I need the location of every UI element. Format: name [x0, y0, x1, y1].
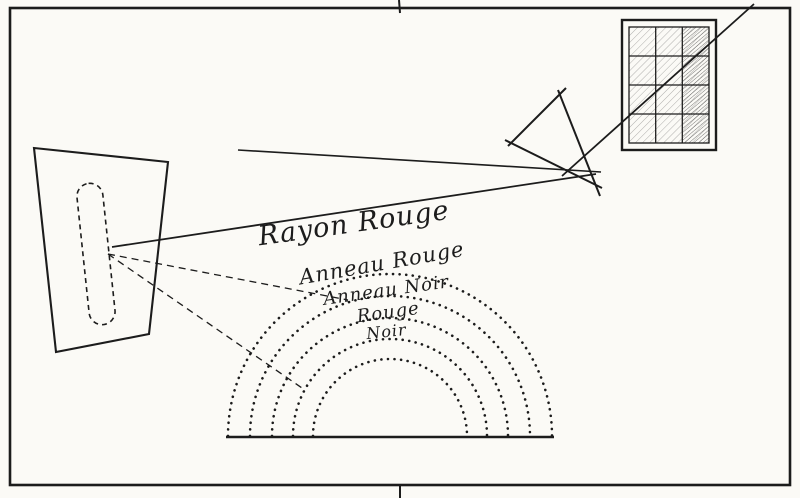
projection-dashed-line: [107, 253, 303, 389]
window: [620, 18, 718, 152]
prism-edge: [507, 87, 567, 147]
incident-ray-line: [561, 3, 755, 177]
spectrum-spot-outline: [76, 182, 116, 326]
top-register-mark: [398, 0, 401, 14]
prism-edge: [504, 139, 603, 189]
window-outer-frame: [620, 18, 718, 152]
rings: [226, 272, 554, 438]
ring-arc-inner: [311, 357, 469, 438]
labels: Rayon Rouge Anneau Rouge Anneau Noir Rou…: [255, 195, 466, 343]
prism-edge: [557, 89, 601, 197]
plate-border: [8, 0, 792, 498]
ring-arc: [248, 294, 532, 438]
screen-board: [32, 146, 170, 354]
ring-arc: [291, 337, 489, 438]
light-rays: [111, 3, 755, 248]
screen-outline: [32, 146, 170, 354]
upper-ray-line: [237, 149, 602, 173]
projection-lines: [107, 253, 349, 389]
ring-arc: [270, 316, 510, 438]
noir-label: Noir: [364, 320, 408, 343]
red-ray-line: [111, 173, 597, 248]
projection-dashed-line: [107, 253, 349, 301]
prism: [504, 87, 603, 197]
